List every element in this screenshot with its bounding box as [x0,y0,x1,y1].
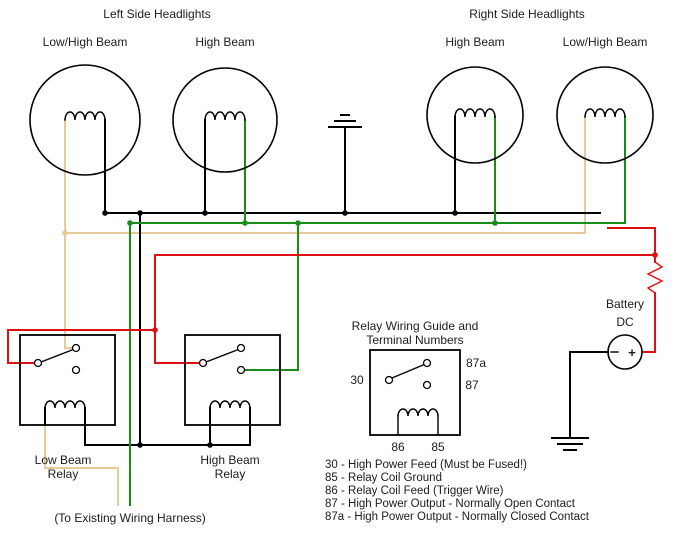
junction-dot [102,210,108,216]
switch-arm [391,364,424,379]
junction-dot [137,442,143,448]
low-beam-relay-label: Low Beam [35,453,92,467]
low-beam-relay-label2: Relay [48,467,79,481]
junction-dot [652,252,658,258]
relay-coil-icon [209,400,251,409]
harness-note: (To Existing Wiring Harness) [54,511,205,525]
guide-relay-box [369,349,461,436]
bulb-circle [426,66,524,164]
switch-arm [40,349,73,363]
junction-dot [342,210,348,216]
junction-dot [137,210,143,216]
high-beam-relay-label2: Relay [215,467,246,481]
fuse-icon [646,261,664,294]
high-beam-wires [127,116,626,506]
filament-coil-icon [64,111,106,121]
terminal-87 [422,380,432,390]
filament-coil-icon [204,111,246,121]
legend-line-87a: 87a - High Power Output - Normally Close… [325,511,590,523]
headlight-label: Low/High Beam [43,35,128,49]
chassis-ground-icon [328,114,362,128]
guide-title-line1: Relay Wiring Guide and [352,319,479,333]
high-beam-relay-label: High Beam [200,453,259,467]
junction-dot [152,327,158,333]
right-headlights-title: Right Side Headlights [469,7,584,21]
junction-dot [62,230,68,236]
terminal-87 [71,365,81,375]
section-titles: Left Side Headlights Right Side Headligh… [103,7,584,21]
headlight-high-left: High Beam [172,35,278,173]
guide-label-87a: 87a [466,356,486,370]
headlight-low-high-left: Low/High Beam [29,35,141,176]
low-beam-relay: Low Beam Relay [19,334,116,481]
relay-wiring-guide: Relay Wiring Guide and Terminal Numbers … [350,319,486,454]
switch-arm [205,349,238,363]
low-beam-wires [44,116,586,506]
junction-dot [492,220,498,226]
bulb-circle [556,66,654,164]
bulb-circle [29,64,141,176]
terminal-30 [198,358,208,368]
headlight-label: Low/High Beam [563,35,648,49]
battery-circle [607,334,643,370]
filament-coil-icon [584,108,626,118]
junction-dot [127,220,133,226]
terminal-87a [422,358,432,368]
left-headlights-title: Left Side Headlights [103,7,210,21]
filament-coil-icon [454,108,496,118]
guide-label-30: 30 [350,373,364,387]
relay-coil-icon [397,408,439,417]
guide-title-line2: Terminal Numbers [366,333,463,347]
relay-box [19,334,116,426]
legend-line-85: 85 - Relay Coil Ground [325,472,442,484]
battery-type-label: DC [616,315,634,329]
guide-label-85: 85 [431,440,445,454]
battery-ground-icon [551,437,589,451]
junction-dot [452,210,458,216]
relay-box [184,334,281,426]
terminal-30 [33,358,43,368]
legend-line-87: 87 - High Power Output - Normally Open C… [325,498,576,510]
terminal-87 [236,365,246,375]
guide-label-86: 86 [391,440,405,454]
junction-dot [242,220,248,226]
guide-label-87: 87 [465,378,479,392]
terminal-87a [236,343,246,353]
legend-line-30: 30 - High Power Feed (Must be Fused!) [325,459,527,471]
junction-dot [202,210,208,216]
headlight-low-high-right: Low/High Beam [556,35,654,164]
high-beam-relay: High Beam Relay [184,334,281,481]
terminal-87a [71,343,81,353]
bulb-circle [172,67,278,173]
battery-label: Battery [606,297,644,311]
relay-coil-icon [44,400,86,409]
battery: Battery DC + [551,297,644,451]
headlight-label: High Beam [195,35,254,49]
legend-line-86: 86 - Relay Coil Feed (Trigger Wire) [325,485,504,497]
terminal-30 [384,375,394,385]
headlight-high-right: High Beam [426,35,524,164]
battery-plus-sign: + [628,345,636,360]
power-wires [7,227,664,364]
junction-dot [207,442,213,448]
junction-dot [295,220,301,226]
terminal-legend: 30 - High Power Feed (Must be Fused!) 85… [325,459,590,523]
headlight-label: High Beam [445,35,504,49]
